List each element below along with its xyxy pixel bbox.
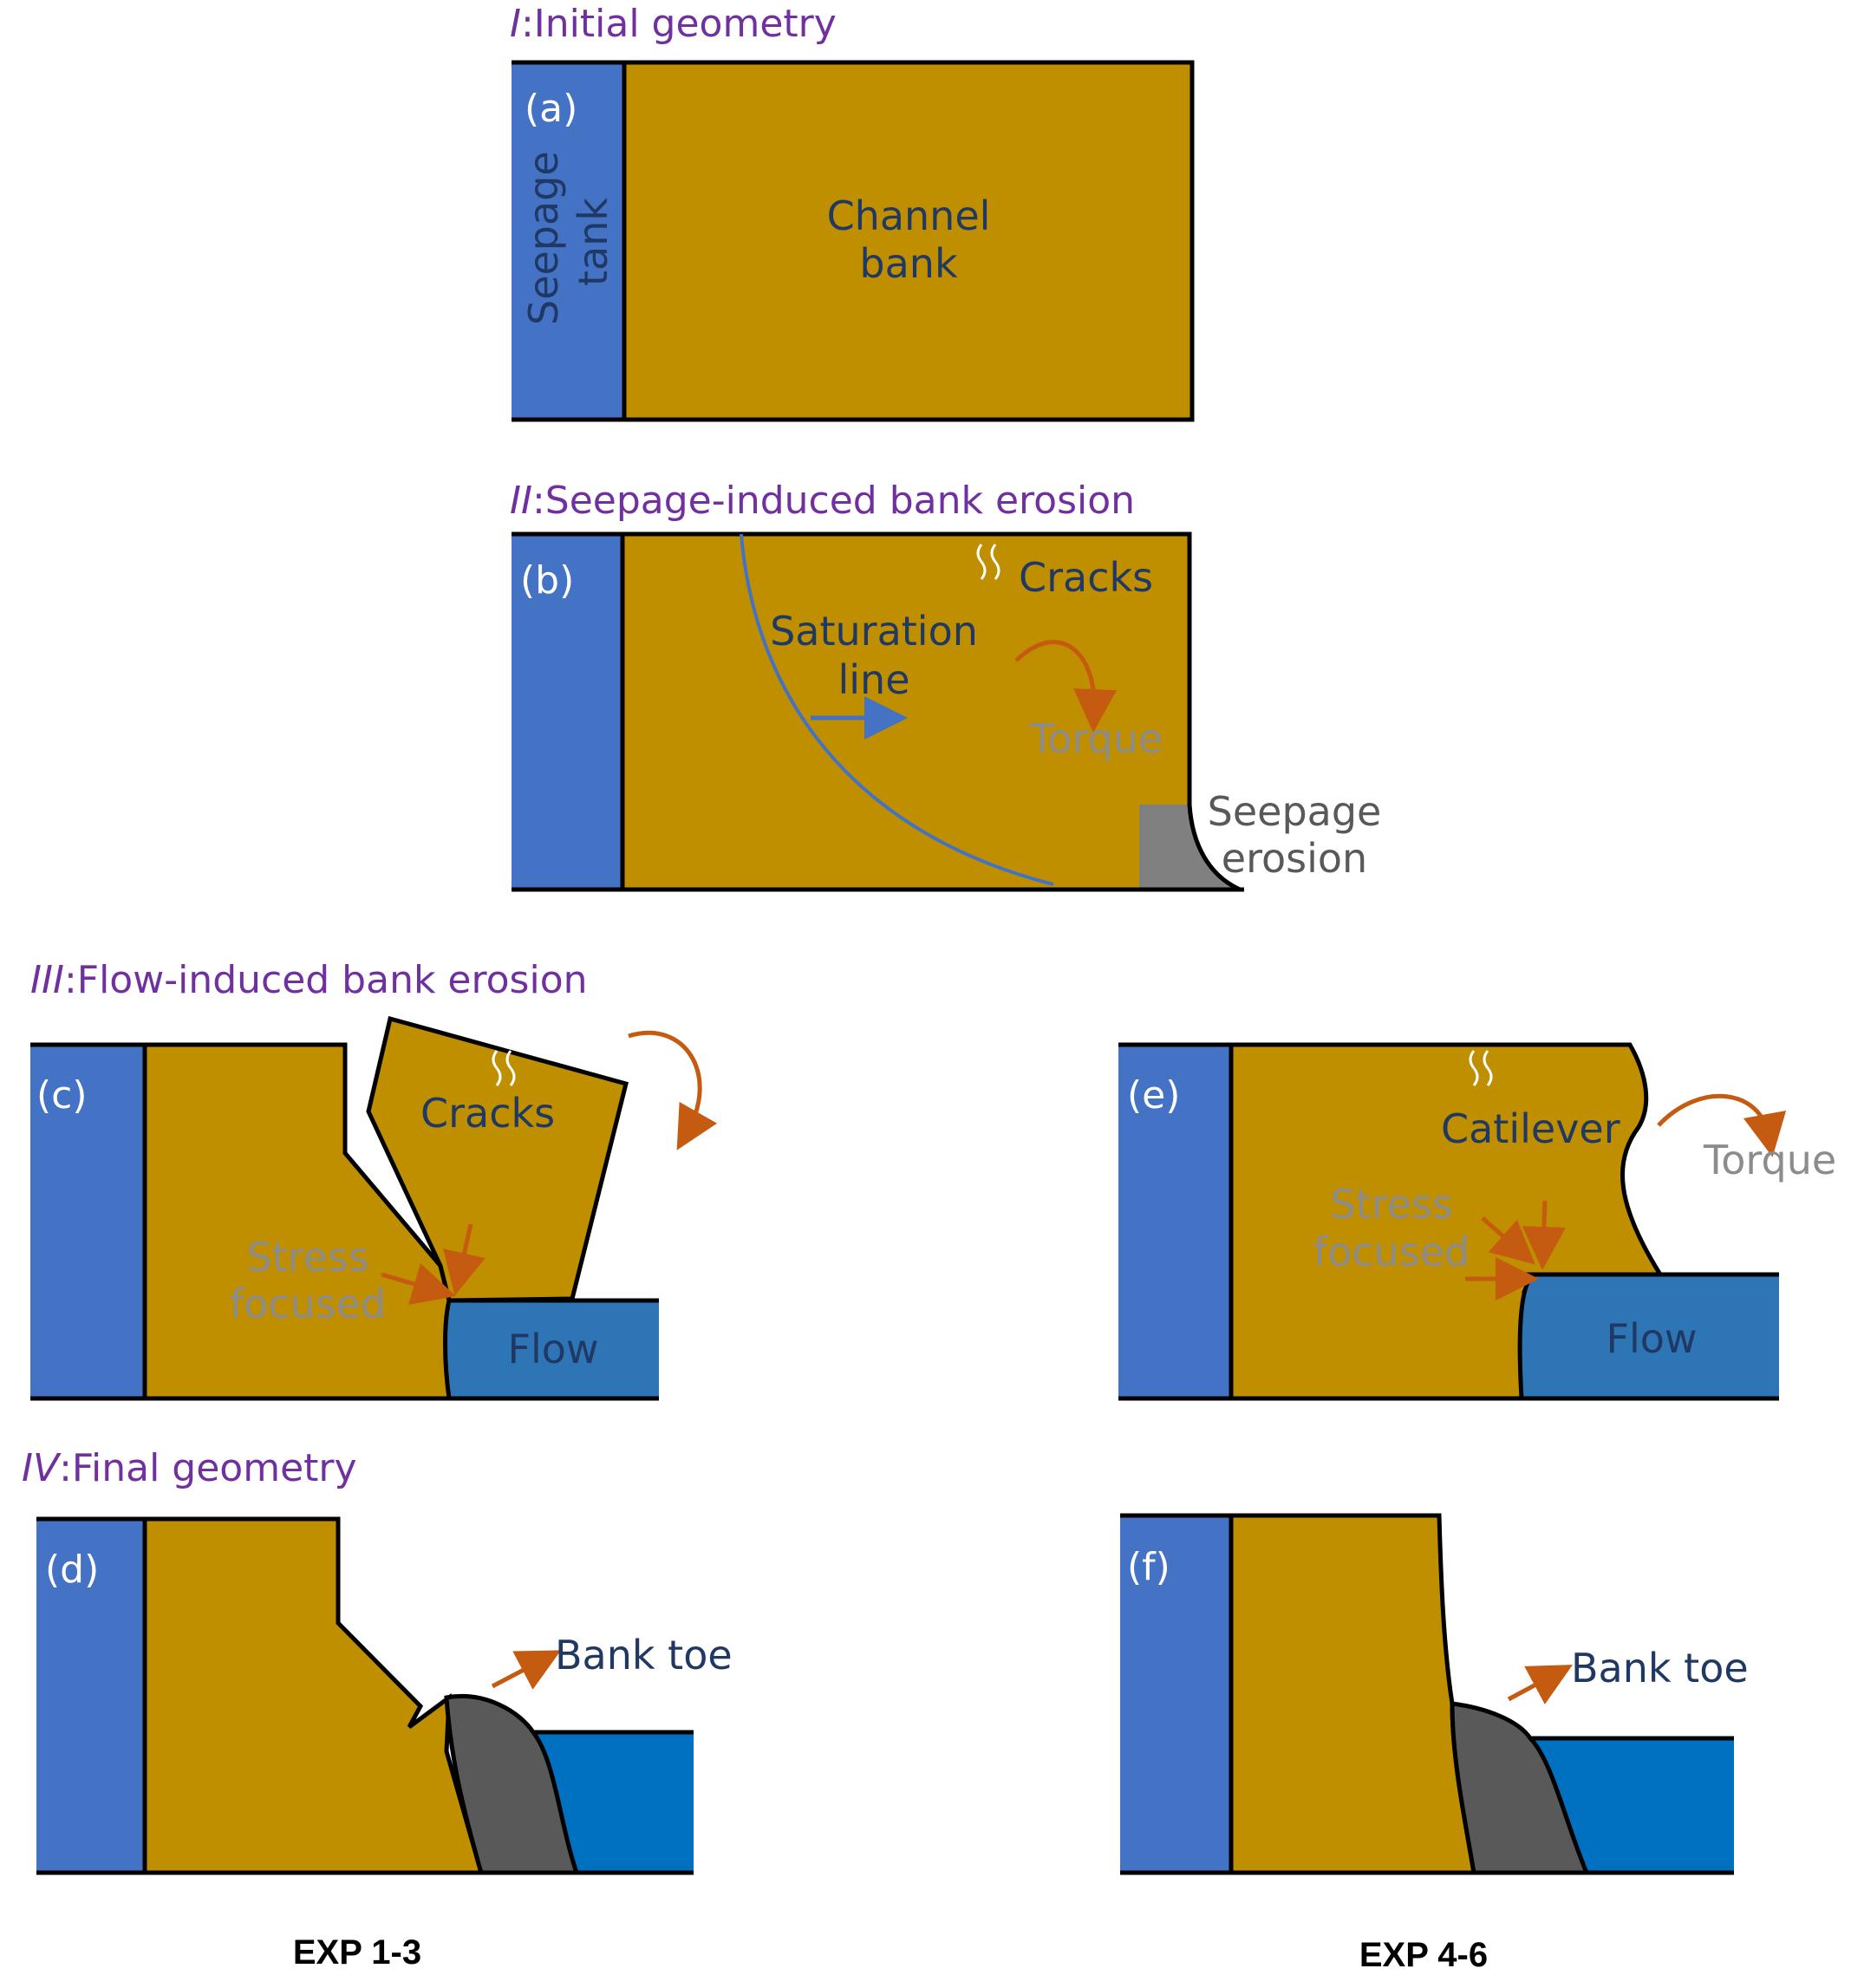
- flow-water: [445, 1300, 659, 1398]
- exp-left-label: EXP 1-3: [293, 1933, 421, 1972]
- panel-e-letter: (e): [1127, 1073, 1180, 1118]
- channel-bank-label-1: Channel: [827, 192, 991, 239]
- channel-bank-label-2: bank: [859, 240, 958, 287]
- stage-3-text: :Flow-induced bank erosion: [64, 958, 588, 1002]
- torque-label: Torque: [1703, 1137, 1836, 1183]
- bank-toe-deposit: [1450, 1701, 1590, 1875]
- stress-focused-label-1: Stress: [1330, 1181, 1452, 1228]
- stress-focused-label-2: focused: [1313, 1229, 1470, 1275]
- stress-arrow-vertical: [1522, 1200, 1566, 1270]
- torque-arrow: [1014, 640, 1118, 733]
- flow-label: Flow: [1606, 1315, 1697, 1362]
- panel-d-letter: (d): [45, 1548, 99, 1592]
- stress-arrow-horizontal: [381, 1263, 457, 1306]
- seepage-tank: [30, 1045, 145, 1398]
- panel-f-letter: (f): [1127, 1545, 1170, 1589]
- bank-toe-arrow: [491, 1650, 562, 1690]
- cantilever-label: Catilever: [1441, 1105, 1620, 1152]
- bank-toe-label: Bank toe: [1571, 1645, 1749, 1691]
- panel-b: (b) Cracks Saturation line Torque Seepag…: [512, 531, 1382, 892]
- seepage-tank-label-1: Seepage: [520, 151, 567, 325]
- seepage-erosion-zone: [1139, 805, 1240, 890]
- stage-2-text: :Seepage-induced bank erosion: [532, 479, 1135, 523]
- bank-toe-label: Bank toe: [555, 1632, 733, 1678]
- stage-4-title: IV:Final geometry: [22, 1446, 357, 1490]
- panel-c-letter: (c): [36, 1073, 88, 1118]
- panel-f: (f) Bank toe: [1120, 1513, 1749, 1875]
- seepage-tank: [36, 1519, 145, 1873]
- exp-right-label: EXP 4-6: [1359, 1936, 1488, 1974]
- crack-symbol: [976, 544, 1000, 580]
- torque-label: Torque: [1029, 715, 1163, 762]
- stress-focused-label-1: Stress: [246, 1234, 368, 1281]
- saturation-line: [740, 533, 1054, 886]
- stage-1-text: :Initial geometry: [521, 2, 837, 46]
- seepage-erosion-label-2: erosion: [1222, 835, 1367, 882]
- panel-b-letter: (b): [520, 558, 574, 603]
- stress-arrow-vertical: [443, 1223, 486, 1296]
- bank-profile: [142, 1516, 485, 1875]
- seepage-tank: [512, 534, 622, 890]
- rotation-arrow: [628, 1030, 718, 1150]
- stage-2-number: II: [510, 479, 532, 523]
- final-flow-water: [1530, 1738, 1734, 1873]
- panel-a: (a) Seepage tank Channel bank: [512, 60, 1195, 422]
- stage-4-number: IV: [22, 1446, 62, 1490]
- seepage-tank: [512, 62, 624, 420]
- cracks-label: Cracks: [1019, 554, 1153, 601]
- stage-3-number: III: [30, 958, 64, 1002]
- saturation-line-label-2: line: [838, 656, 909, 703]
- panel-a-letter: (a): [525, 87, 577, 131]
- seepage-tank: [1118, 1045, 1231, 1398]
- bank-profile: [1229, 1513, 1476, 1875]
- bank-toe-deposit: [444, 1694, 580, 1875]
- crack-symbol: [1469, 1050, 1493, 1086]
- seepage-tank: [1120, 1515, 1231, 1873]
- seepage-tank-label-2: tank: [570, 198, 616, 286]
- torque-arrow: [1657, 1093, 1787, 1157]
- panel-d: (d) Bank toe: [36, 1516, 733, 1875]
- panel-c: (c) Cracks Stress focused Flow: [30, 1015, 718, 1401]
- stage-4-text: :Final geometry: [59, 1446, 356, 1490]
- crack-symbol: [492, 1050, 516, 1086]
- saturation-line-label-1: Saturation: [770, 608, 978, 655]
- final-flow-water: [533, 1732, 694, 1873]
- cracks-label: Cracks: [420, 1090, 555, 1137]
- stage-1-title: I:Initial geometry: [510, 2, 837, 46]
- stress-arrow-diagonal: [1481, 1216, 1535, 1265]
- bank-toe-arrow: [1507, 1665, 1574, 1704]
- flow-label: Flow: [507, 1326, 598, 1372]
- stage-1-number: I: [510, 2, 521, 46]
- seepage-erosion-label-1: Seepage: [1208, 788, 1382, 835]
- stage-2-title: II:Seepage-induced bank erosion: [510, 479, 1135, 523]
- channel-bank: [622, 60, 1195, 422]
- stage-3-title: III:Flow-induced bank erosion: [30, 958, 588, 1002]
- panel-e: (e) Catilever Torque Stress focused Flow: [1118, 1042, 1836, 1401]
- stress-focused-label-2: focused: [230, 1281, 386, 1327]
- flow-water: [1520, 1274, 1779, 1398]
- seepage-erosion-outline: [1187, 534, 1242, 892]
